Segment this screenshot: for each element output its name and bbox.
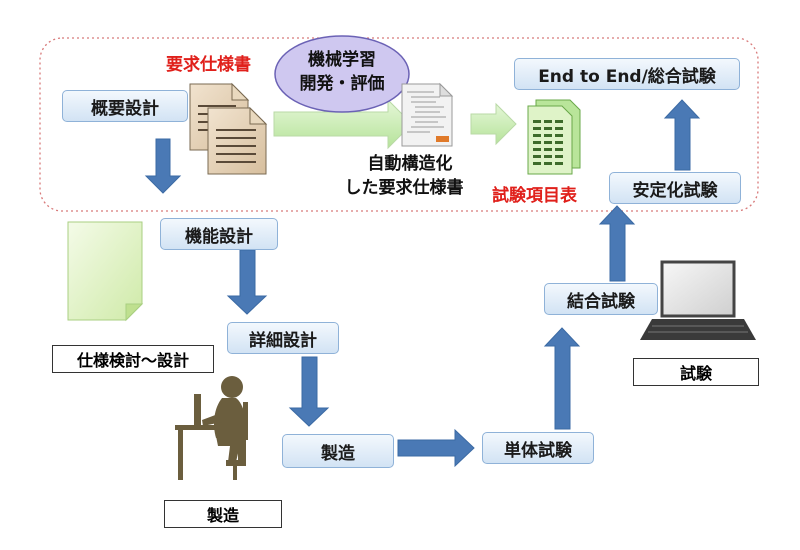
integration-test-box: 結合試験	[544, 283, 658, 315]
detail-design-box: 詳細設計	[227, 322, 339, 354]
function-design-box: 機能設計	[160, 218, 278, 250]
test-item-table-label: 試験項目表	[492, 186, 577, 206]
arrow-integration-to-stability	[598, 205, 636, 282]
table-document-icon	[527, 99, 581, 175]
automation-region	[39, 37, 759, 212]
manufacturing-box: 製造	[282, 434, 394, 468]
code-document-icon	[401, 82, 454, 147]
testing-caption: 試験	[633, 358, 759, 386]
arrow-manufacturing-to-unit	[397, 428, 475, 468]
overview-design-box: 概要設計	[62, 90, 188, 122]
requirement-spec-label: 要求仕様書	[166, 55, 251, 75]
structured-spec-label-line2: した要求仕様書	[344, 178, 464, 198]
green-arrow-structured-to-table	[470, 102, 517, 146]
ml-label-line1: 機械学習	[308, 50, 376, 70]
structured-spec-label-line1: 自動構造化	[367, 154, 453, 174]
ml-label-line2: 開発・評価	[299, 74, 385, 94]
e2e-test-box: End to End/総合試験	[514, 58, 740, 90]
manufacturing-caption: 製造	[164, 500, 282, 528]
green-arrow-spec-to-structured	[273, 98, 413, 150]
spec-review-caption: 仕様検討～設計	[52, 345, 214, 373]
blank-document-icon	[67, 221, 144, 322]
unit-test-box: 単体試験	[482, 432, 594, 464]
arrow-overview-to-function	[144, 138, 182, 194]
arrow-detail-to-manufacturing	[288, 356, 330, 427]
document-stack-icon	[189, 82, 268, 175]
arrow-stability-to-e2e	[663, 99, 701, 171]
ml-ellipse	[274, 35, 410, 113]
arrow-unit-to-integration	[543, 327, 581, 430]
arrow-function-to-detail	[226, 249, 268, 315]
stability-test-box: 安定化試験	[609, 172, 741, 204]
laptop-icon	[640, 260, 756, 340]
person-at-desk-icon	[175, 376, 248, 480]
